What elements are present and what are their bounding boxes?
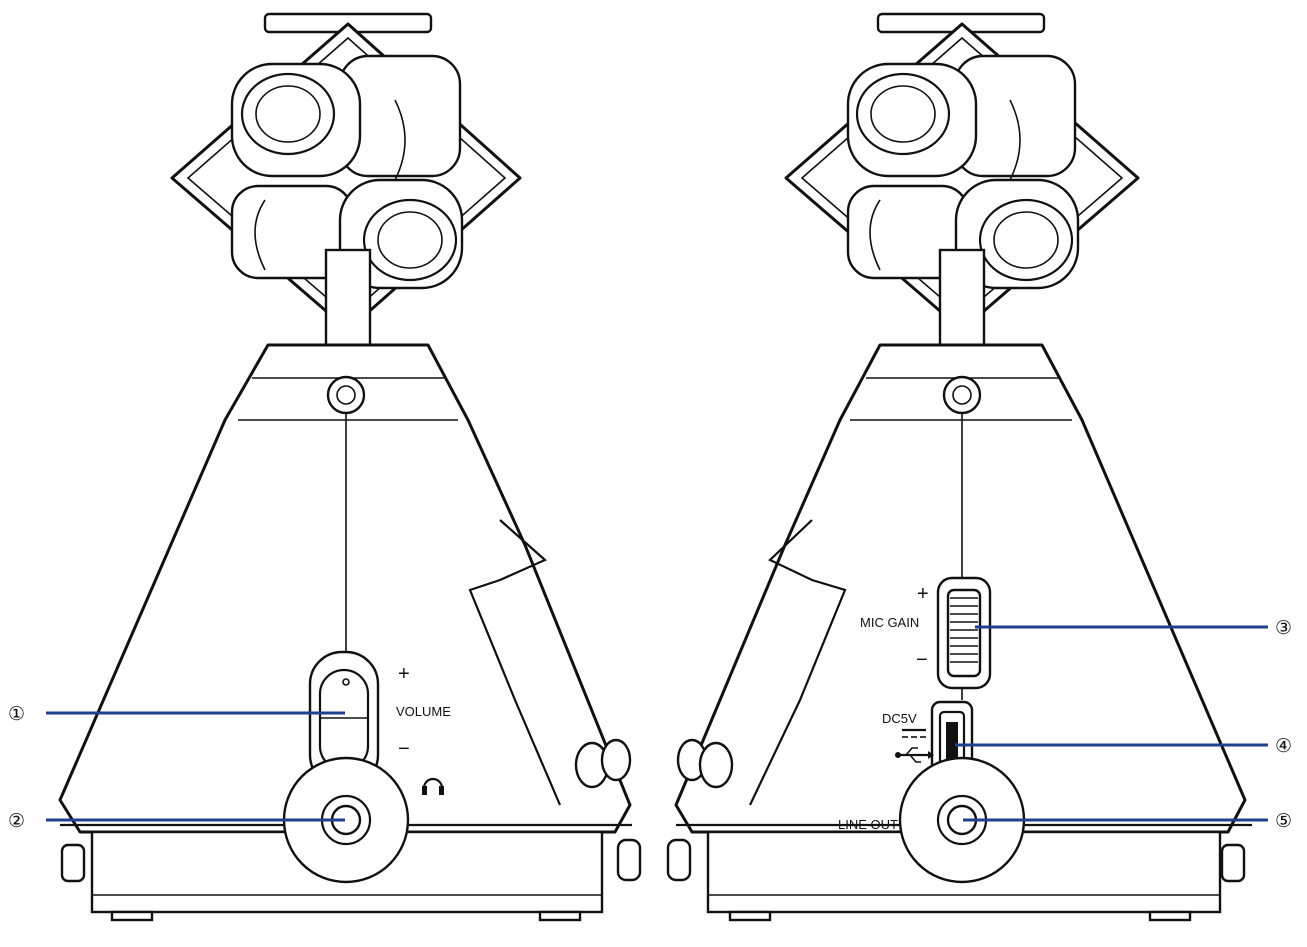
callout-3: ③ — [1275, 618, 1292, 639]
volume-plus-sign: + — [398, 663, 410, 685]
callout-1: ① — [8, 704, 25, 725]
callout-2: ② — [8, 811, 25, 832]
headphone-icon — [422, 777, 444, 795]
right-capsules — [846, 54, 1080, 290]
volume-label: VOLUME — [396, 704, 451, 719]
callout-5: ⑤ — [1275, 811, 1292, 832]
mic-gain-wheel[interactable] — [936, 576, 992, 690]
line-out-label: LINE OUT — [838, 817, 898, 832]
dc-label: DC5V — [882, 711, 917, 726]
left-device: + VOLUME − ① ② — [8, 12, 642, 922]
right-device: + MIC GAIN − DC5V LINE OUT — [666, 12, 1292, 922]
right-mic-cage — [784, 12, 1140, 352]
volume-minus-sign: − — [398, 738, 410, 760]
left-capsules — [230, 54, 464, 290]
dc-symbol-icon — [902, 728, 926, 738]
usb-icon — [895, 747, 934, 763]
mic-gain-label: MIC GAIN — [860, 615, 919, 630]
right-pivot-screw — [942, 375, 982, 415]
left-mic-cage — [170, 12, 522, 352]
left-pivot-screw — [326, 375, 366, 415]
callout-4: ④ — [1275, 736, 1292, 757]
mic-gain-plus-sign: + — [917, 583, 929, 605]
mic-gain-minus-sign: − — [916, 649, 928, 671]
